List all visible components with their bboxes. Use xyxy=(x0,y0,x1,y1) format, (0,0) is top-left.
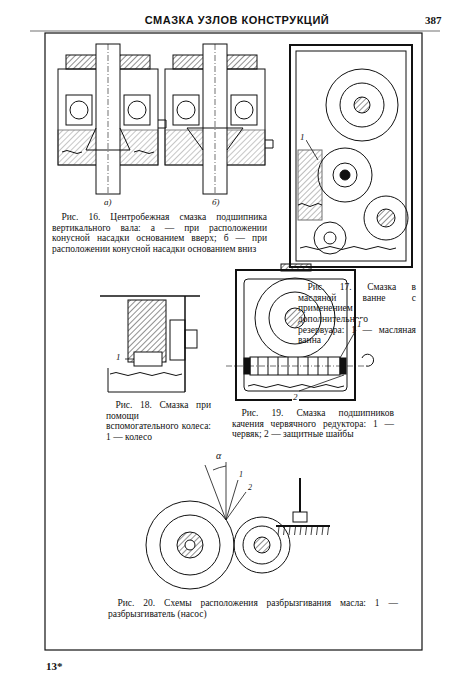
drawing-stroke xyxy=(333,163,357,187)
drawing-stroke xyxy=(173,95,199,125)
drawing-stroke xyxy=(265,140,273,148)
oil-spray-scheme xyxy=(146,462,330,589)
drawing-stroke xyxy=(96,44,120,194)
drawing-stroke xyxy=(185,330,197,348)
drawing-stroke xyxy=(231,95,257,125)
drawing-stroke xyxy=(128,101,146,119)
drawing-stroke xyxy=(110,373,182,376)
drawing-stroke xyxy=(66,95,92,125)
drawing-stroke xyxy=(322,527,323,535)
page-frame xyxy=(45,33,422,650)
drawing-stroke xyxy=(254,537,270,553)
drawing-stroke xyxy=(298,150,322,220)
caption: Рис. 18. Смазка при помощи вспомогательн… xyxy=(106,400,211,443)
drawing-stroke xyxy=(108,368,185,392)
drawing-stroke xyxy=(215,44,216,194)
drawing-stroke xyxy=(30,31,440,650)
callout-number: 1 xyxy=(356,319,363,329)
drawing-stroke xyxy=(295,527,296,535)
caption: Рис. 19. Смазка подшипников качения черв… xyxy=(232,408,394,440)
drawing-stroke xyxy=(108,44,109,194)
drawing-stroke xyxy=(276,525,330,527)
drawing-stroke xyxy=(226,492,246,520)
callout-number: 2 xyxy=(247,484,253,493)
running-header: СМАЗКА УЗЛОВ КОНСТРУКЦИЙ xyxy=(0,14,474,26)
drawing-stroke xyxy=(177,101,195,119)
drawing-stroke xyxy=(299,478,301,512)
drawing-stroke xyxy=(340,170,350,180)
header-rule xyxy=(30,31,440,32)
callout-number: 2 xyxy=(292,392,299,402)
drawing-stroke xyxy=(205,465,226,520)
drawing-stroke xyxy=(124,95,150,125)
drawing-stroke xyxy=(340,83,384,127)
drawing-stroke xyxy=(290,45,412,267)
drawing-stroke xyxy=(243,526,281,564)
drawing-stroke xyxy=(278,527,329,535)
bearing-assembly-b xyxy=(165,44,273,194)
caption: Рис. 17. Смазка в масляной ванне с приме… xyxy=(298,282,416,346)
gearbox-oil-bath xyxy=(290,45,412,267)
drawing-stroke xyxy=(306,527,307,535)
drawing-stroke xyxy=(170,320,185,360)
drawing-stroke xyxy=(306,140,318,160)
caption: Рис. 16. Центробежная смазка подшипника … xyxy=(52,212,267,255)
drawing-stroke xyxy=(146,501,234,589)
callout-number: 1 xyxy=(115,352,122,362)
drawing-stroke xyxy=(326,69,398,141)
drawing-stroke xyxy=(318,148,372,202)
drawing-stroke xyxy=(70,101,88,119)
drawing-stroke xyxy=(244,358,250,374)
drawing-stroke xyxy=(284,527,285,535)
drawing-stroke xyxy=(86,128,130,150)
drawing-stroke xyxy=(62,151,154,154)
drawing-stroke xyxy=(328,527,329,535)
drawing-stroke xyxy=(377,209,395,227)
drawing-stroke xyxy=(289,527,290,535)
page-signature: 13* xyxy=(46,660,63,672)
caption: Рис. 20. Схемы расположения разбрызгиван… xyxy=(108,598,398,619)
drawing-stroke xyxy=(300,527,301,535)
page-number: 387 xyxy=(425,14,442,26)
drawing-stroke xyxy=(296,51,406,261)
drawing-stroke xyxy=(134,352,162,366)
drawing-stroke xyxy=(300,247,396,250)
auxiliary-wheel xyxy=(100,296,200,392)
drawing-stroke xyxy=(324,232,336,244)
drawing-stroke xyxy=(311,527,312,535)
drawing-stroke xyxy=(340,358,346,374)
drawing-stroke xyxy=(125,359,134,360)
drawing-stroke xyxy=(235,101,253,119)
drawing-stroke xyxy=(187,128,243,150)
drawing-stroke xyxy=(293,512,307,522)
figure-letter: а) xyxy=(103,197,113,207)
drawing-stroke xyxy=(317,527,318,535)
drawing-stroke xyxy=(203,44,227,194)
drawing-stroke xyxy=(177,532,203,558)
drawing-stroke xyxy=(299,375,344,391)
drawing-stroke xyxy=(298,204,322,207)
drawing-stroke xyxy=(354,97,370,113)
drawing-stroke xyxy=(213,466,226,470)
drawing-stroke xyxy=(226,462,227,520)
bearing-assembly-a xyxy=(58,44,166,194)
angle-symbol: α xyxy=(215,450,222,461)
figure-letter: б) xyxy=(211,197,221,207)
drawing-stroke xyxy=(160,515,220,575)
callout-number: 1 xyxy=(238,471,244,480)
drawing-stroke xyxy=(226,480,238,520)
drawing-stroke xyxy=(278,527,279,535)
drawing-stroke xyxy=(248,385,344,388)
callout-number: 1 xyxy=(299,132,306,142)
drawing-stroke xyxy=(185,540,195,550)
drawing-stroke xyxy=(362,354,374,366)
drawing-stroke xyxy=(364,196,408,240)
